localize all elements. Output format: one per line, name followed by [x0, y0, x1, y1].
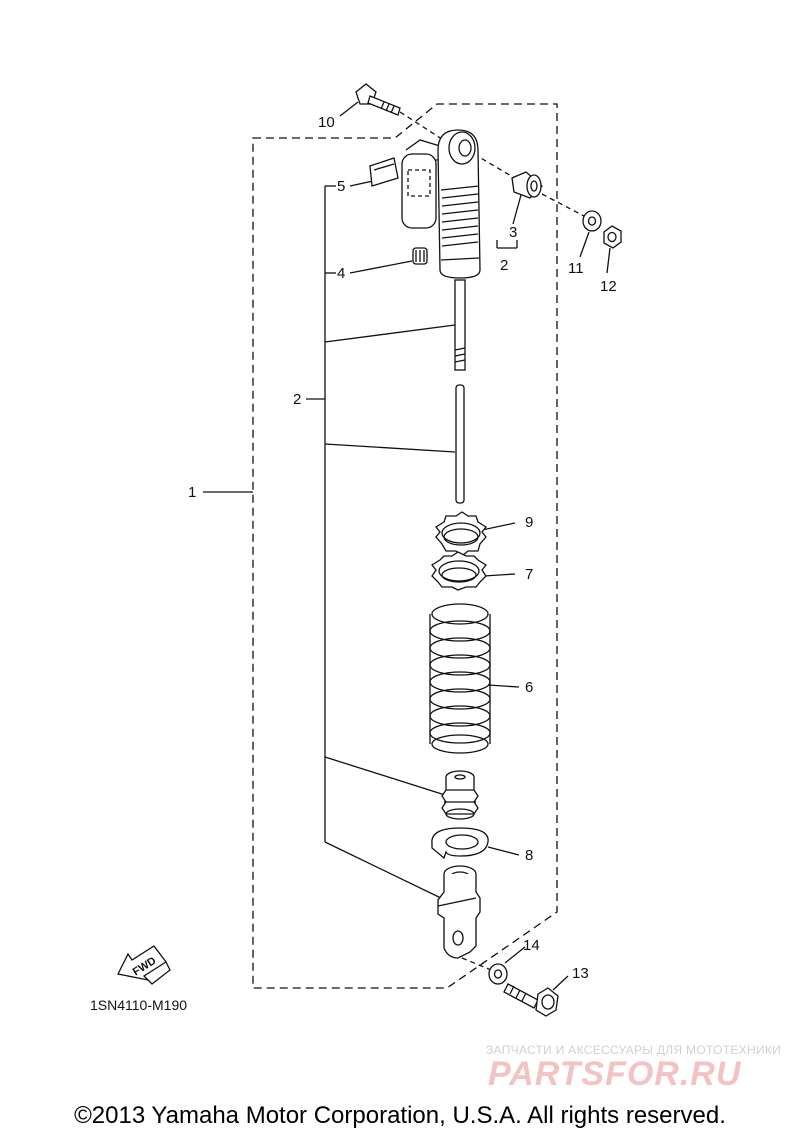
leader-lines: [203, 101, 611, 991]
shock-body: [437, 129, 481, 279]
valve-cap: [412, 247, 428, 265]
fwd-arrow-icon: [117, 945, 171, 985]
callout-13: 13: [572, 965, 589, 982]
callout-4: 4: [337, 265, 345, 282]
callout-2-collar: 2: [500, 257, 508, 274]
locknut: [435, 511, 487, 557]
reservoir: [401, 139, 441, 229]
callout-7: 7: [525, 566, 533, 583]
bump-stopper: [441, 770, 479, 820]
assembly-boundary: [252, 103, 558, 989]
callout-10: 10: [318, 114, 335, 131]
diagram-code: 1SN4110-M190: [90, 997, 188, 1013]
callout-6: 6: [525, 679, 533, 696]
callout-11: 11: [568, 260, 584, 277]
watermark-tagline: ЗАПЧАСТИ И АКСЕССУАРЫ ДЛЯ МОТОТЕХНИКИ: [486, 1043, 782, 1057]
collar-bushing: [473, 153, 585, 217]
push-rod: [455, 384, 465, 504]
washer-lower: [461, 957, 508, 985]
callout-12: 12: [600, 278, 617, 295]
callout-3: 3: [509, 224, 517, 241]
callout-2: 2: [293, 391, 301, 408]
coil-spring: [429, 603, 491, 754]
callout-9: 9: [525, 514, 533, 531]
spring-adjuster: [431, 551, 487, 591]
callout-5: 5: [337, 178, 345, 195]
bracket-group-2: [324, 185, 456, 901]
callout-14: 14: [523, 937, 540, 954]
watermark-logo: PARTSFOR.RU: [488, 1055, 742, 1093]
washer-upper: [582, 210, 602, 232]
callout-1: 1: [188, 484, 196, 501]
label-sticker: [369, 157, 399, 187]
piston-rod: [454, 279, 466, 371]
spring-seat: [431, 827, 489, 860]
lower-clevis: [437, 865, 481, 959]
callout-8: 8: [525, 847, 533, 864]
upper-bolt: [355, 83, 463, 153]
copyright-notice: ©2013 Yamaha Motor Corporation, U.S.A. A…: [74, 1102, 726, 1129]
nut-upper: [603, 225, 622, 249]
lower-bolt: [503, 983, 559, 1017]
